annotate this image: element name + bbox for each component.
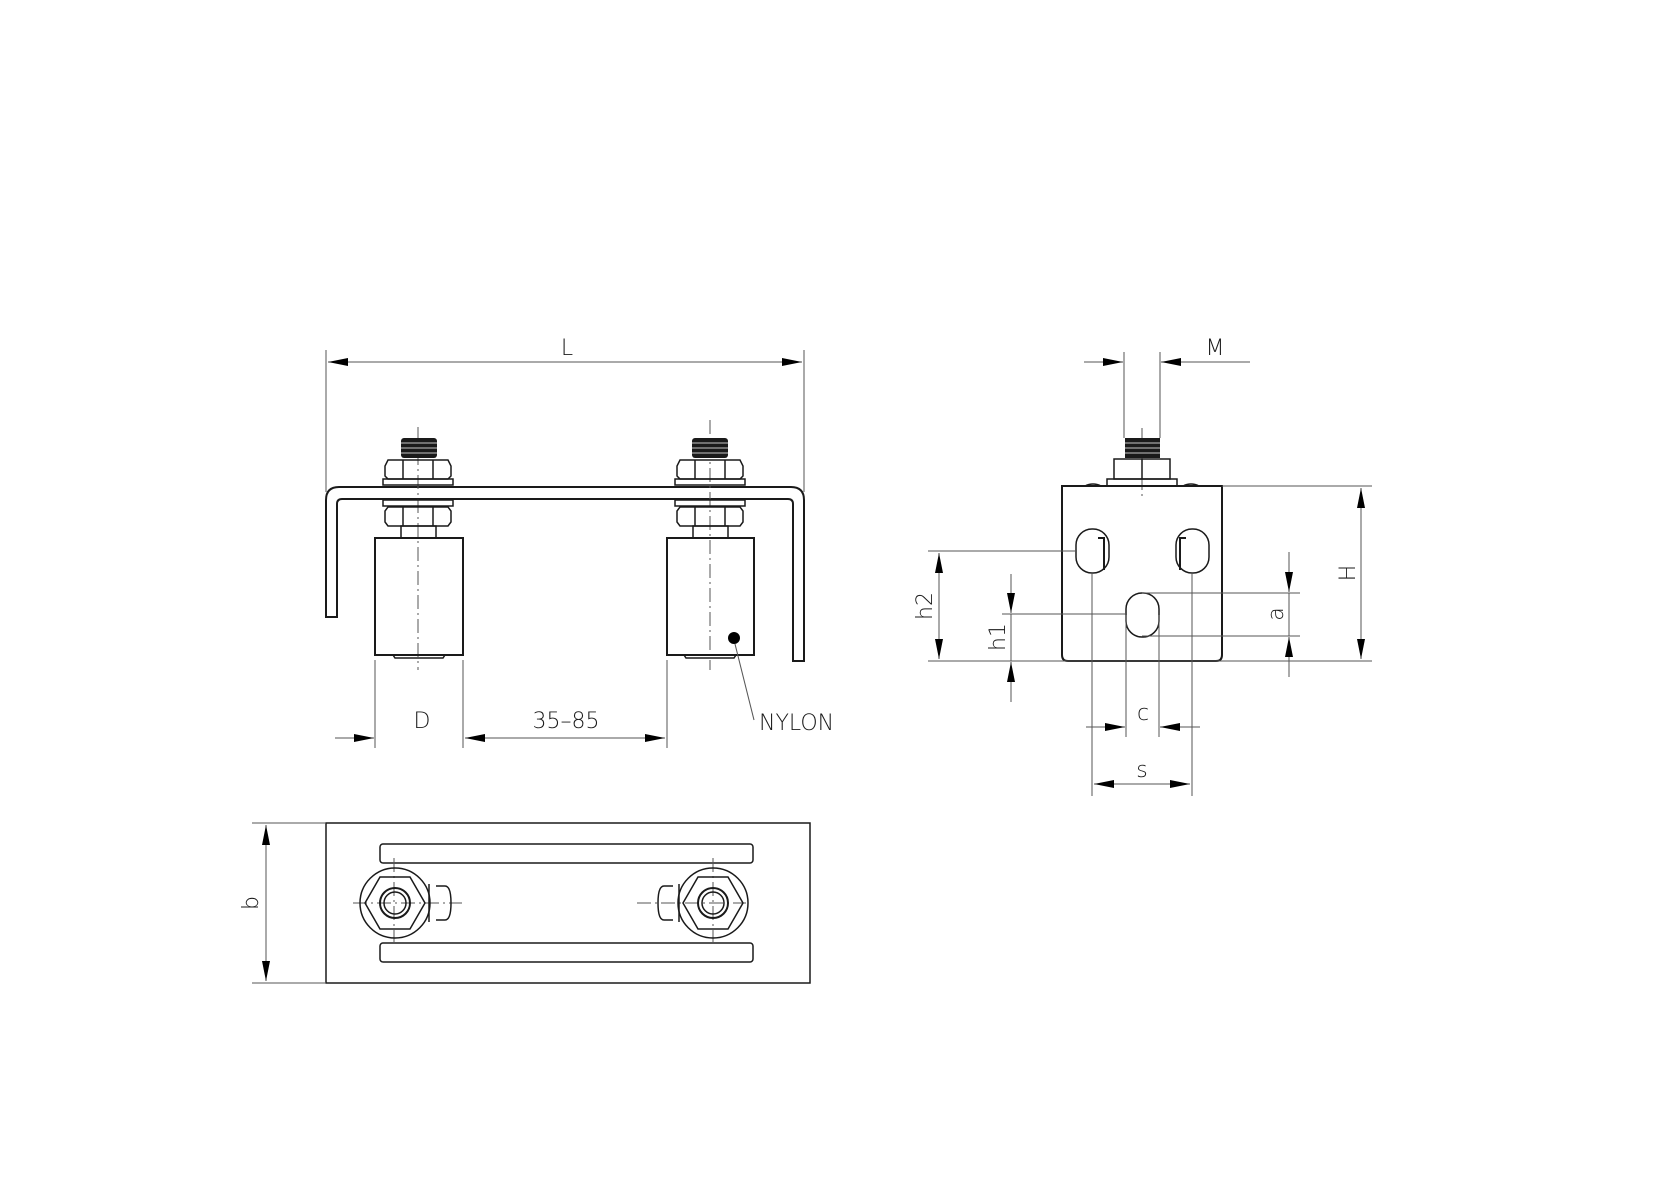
nylon-label: NYLON	[759, 711, 834, 736]
dimension-h1: h1	[986, 574, 1126, 702]
dimension-label-a: a	[1264, 607, 1289, 620]
nut-top-view-1	[353, 858, 462, 948]
top-plate	[325, 822, 811, 984]
front-view: L	[325, 336, 834, 748]
nylon-marker-dot	[728, 632, 740, 644]
hex-nut-icon	[1113, 458, 1171, 480]
top-slot-upper	[379, 843, 754, 864]
dimension-label-M: M	[1206, 336, 1225, 361]
dimension-label-s: s	[1136, 758, 1147, 783]
bolt-thread-icon	[401, 438, 437, 458]
dimension-a: a	[1142, 552, 1300, 677]
dimension-c: c	[1086, 701, 1200, 731]
dimension-D: D	[335, 660, 464, 748]
dimension-roller-spacing: 35–85	[465, 660, 668, 748]
dimension-L: L	[325, 336, 805, 492]
dimension-H: H	[1062, 485, 1372, 662]
dimension-label-h2: h2	[913, 592, 938, 620]
bracket-side-plate	[1061, 485, 1223, 662]
roller-assembly-2	[666, 420, 755, 670]
roller-1	[374, 537, 464, 656]
roller-assembly-1	[374, 427, 464, 670]
slot-bottom	[1125, 592, 1160, 638]
nylon-callout: NYLON	[734, 643, 834, 736]
roller-2	[666, 537, 755, 656]
top-view: b	[239, 822, 811, 984]
dimension-label-spacing: 35–85	[533, 709, 600, 734]
bolt-thread-icon	[1125, 438, 1160, 458]
dimension-label-L: L	[561, 336, 573, 361]
hex-nut-icon	[384, 506, 452, 527]
dimension-M: M	[1084, 336, 1250, 438]
dimension-label-c: c	[1137, 701, 1149, 726]
dimension-s: s	[1094, 758, 1190, 788]
top-slot-lower	[379, 942, 754, 963]
dimension-label-H: H	[1336, 565, 1361, 582]
dimension-label-b: b	[239, 896, 264, 910]
hex-nut-icon	[676, 506, 744, 527]
dimension-h2: h2	[913, 550, 1076, 662]
dimension-label-D: D	[414, 709, 431, 734]
bolt-thread-icon	[692, 438, 728, 458]
dimension-b: b	[239, 822, 326, 984]
side-view: M H	[913, 336, 1372, 796]
dimension-label-h1: h1	[986, 623, 1011, 651]
nut-top-view-2	[637, 858, 749, 948]
u-bracket	[325, 486, 805, 662]
